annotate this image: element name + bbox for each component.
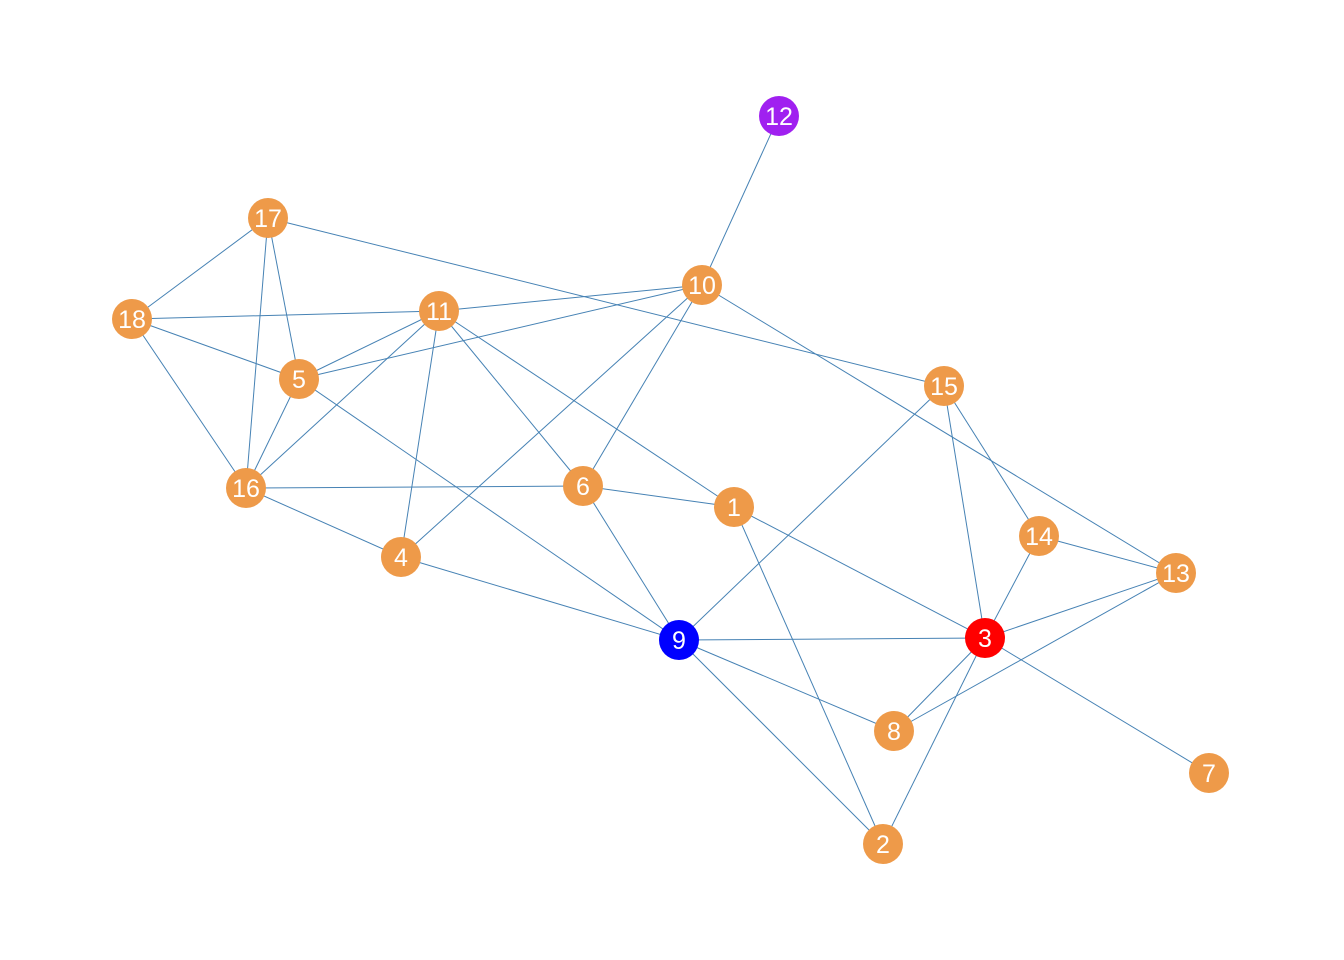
- edge-9-15: [678, 385, 945, 641]
- node-circle: [419, 291, 459, 331]
- edge-17-5: [267, 217, 300, 380]
- node-label: 7: [1202, 760, 1216, 788]
- edge-1-3: [733, 506, 986, 639]
- node-16[interactable]: 16: [226, 468, 266, 508]
- node-circle: [1019, 516, 1059, 556]
- edge-17-18: [131, 217, 269, 320]
- node-label: 12: [765, 103, 793, 131]
- node-label: 8: [887, 718, 901, 746]
- edge-3-2: [882, 637, 986, 845]
- edge-5-10: [298, 284, 703, 380]
- edge-5-9: [298, 378, 680, 641]
- node-15[interactable]: 15: [924, 366, 964, 406]
- node-6[interactable]: 6: [563, 466, 603, 506]
- edge-9-8: [678, 639, 895, 732]
- node-circle: [682, 265, 722, 305]
- node-13[interactable]: 13: [1156, 553, 1196, 593]
- edge-16-4: [245, 487, 402, 558]
- edge-1-2: [733, 506, 884, 845]
- node-circle: [759, 96, 799, 136]
- edge-11-1: [438, 310, 735, 508]
- edge-11-16: [245, 310, 440, 489]
- edges-layer: [131, 115, 1210, 845]
- edge-3-7: [984, 637, 1210, 774]
- node-circle: [381, 537, 421, 577]
- node-label: 14: [1025, 523, 1053, 551]
- node-label: 15: [930, 373, 958, 401]
- edge-17-15: [267, 217, 945, 387]
- node-11[interactable]: 11: [419, 291, 459, 331]
- node-circle: [279, 359, 319, 399]
- edge-3-8: [893, 637, 986, 732]
- node-circle: [226, 468, 266, 508]
- node-circle: [112, 299, 152, 339]
- node-label: 5: [292, 366, 306, 394]
- edge-11-10: [438, 284, 703, 312]
- edge-15-14: [943, 385, 1040, 537]
- edge-11-4: [400, 310, 440, 558]
- edge-16-6: [245, 485, 584, 489]
- edge-13-8: [893, 572, 1177, 732]
- node-circle: [874, 711, 914, 751]
- node-circle: [714, 487, 754, 527]
- node-7[interactable]: 7: [1189, 753, 1229, 793]
- node-circle: [924, 366, 964, 406]
- node-1[interactable]: 1: [714, 487, 754, 527]
- edge-6-1: [582, 485, 735, 508]
- edge-17-16: [245, 217, 269, 489]
- node-circle: [563, 466, 603, 506]
- node-label: 13: [1162, 560, 1190, 588]
- edge-11-6: [438, 310, 584, 487]
- node-circle: [1156, 553, 1196, 593]
- node-label: 4: [394, 544, 408, 572]
- node-circle: [248, 198, 288, 238]
- node-label: 17: [254, 205, 282, 233]
- node-label: 6: [576, 473, 590, 501]
- node-14[interactable]: 14: [1019, 516, 1059, 556]
- edge-10-6: [582, 284, 703, 487]
- edge-10-4: [400, 284, 703, 558]
- node-9[interactable]: 9: [659, 620, 699, 660]
- node-17[interactable]: 17: [248, 198, 288, 238]
- node-2[interactable]: 2: [863, 824, 903, 864]
- node-label: 16: [232, 475, 260, 503]
- edge-14-13: [1038, 535, 1177, 574]
- node-circle: [863, 824, 903, 864]
- node-10[interactable]: 10: [682, 265, 722, 305]
- node-label: 1: [727, 494, 741, 522]
- node-12[interactable]: 12: [759, 96, 799, 136]
- edge-13-3: [984, 572, 1177, 639]
- edge-9-3: [678, 637, 986, 641]
- node-18[interactable]: 18: [112, 299, 152, 339]
- node-label: 3: [978, 625, 992, 653]
- node-circle: [659, 620, 699, 660]
- node-8[interactable]: 8: [874, 711, 914, 751]
- node-label: 18: [118, 306, 146, 334]
- node-circle: [965, 618, 1005, 658]
- edge-15-3: [943, 385, 986, 639]
- edge-6-9: [582, 485, 680, 641]
- node-4[interactable]: 4: [381, 537, 421, 577]
- edge-18-16: [131, 318, 247, 489]
- node-label: 11: [426, 298, 452, 326]
- edge-5-11: [298, 310, 440, 380]
- node-label: 10: [688, 272, 716, 300]
- node-5[interactable]: 5: [279, 359, 319, 399]
- node-circle: [1189, 753, 1229, 793]
- edge-18-11: [131, 310, 440, 320]
- edge-9-2: [678, 639, 884, 845]
- edge-18-5: [131, 318, 300, 380]
- edge-4-9: [400, 556, 680, 641]
- edge-12-10: [701, 115, 780, 286]
- edge-5-16: [245, 378, 300, 489]
- node-3[interactable]: 3: [965, 618, 1005, 658]
- node-label: 9: [672, 627, 686, 655]
- edge-10-13: [701, 284, 1177, 574]
- node-label: 2: [876, 831, 890, 859]
